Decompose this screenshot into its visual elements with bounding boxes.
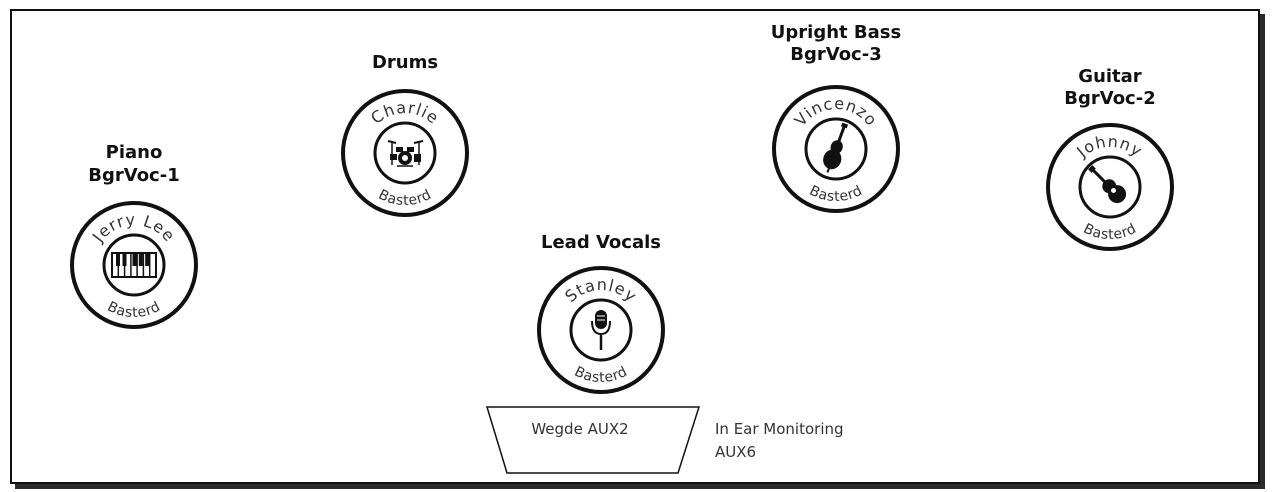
performer-piano: Piano BgrVoc-1 Jerry Lee Basterd [70, 142, 198, 329]
performer-subtitle: Basterd [105, 299, 163, 321]
piano-keys-icon [111, 252, 157, 278]
performer-guitar: Guitar BgrVoc-2 Johnny Basterd [1046, 66, 1174, 251]
performer-badge: Jerry Lee Basterd [70, 201, 198, 329]
upright-bass-icon [823, 122, 849, 173]
performer-subtitle: Basterd [807, 183, 865, 205]
performer-title: Upright Bass [771, 22, 901, 43]
drum-kit-icon [387, 140, 424, 167]
performer-badge: Stanley Basterd [537, 266, 665, 394]
performer-badge: Charlie Basterd [341, 89, 469, 217]
performer-title: Piano [106, 142, 163, 163]
performer-title: BgrVoc-3 [790, 44, 881, 65]
guitar-icon [1088, 165, 1127, 204]
performer-title: Drums [372, 52, 438, 73]
microphone-icon [591, 310, 611, 350]
in-ear-line: AUX6 [715, 443, 756, 461]
performer-title: BgrVoc-2 [1064, 88, 1155, 109]
performer-lead-vocals: Lead Vocals Stanley Basterd [537, 232, 665, 394]
performer-subtitle: Basterd [376, 187, 434, 209]
performer-subtitle: Basterd [1081, 221, 1139, 243]
performer-badge: Vincenzo Basterd [772, 85, 900, 213]
performer-title: Lead Vocals [541, 232, 661, 253]
in-ear-monitoring-note: In Ear Monitoring AUX6 [715, 420, 844, 461]
performer-drums: Drums Charlie Basterd [341, 52, 469, 217]
wedge-monitor: Wegde AUX2 [485, 406, 701, 474]
in-ear-line: In Ear Monitoring [715, 420, 844, 438]
performer-badge: Johnny Basterd [1046, 123, 1174, 251]
stage-frame [10, 9, 1260, 484]
wedge-label: Wegde AUX2 [531, 420, 628, 438]
performer-upright-bass: Upright Bass BgrVoc-3 Vincenzo Basterd [771, 22, 901, 213]
performer-subtitle: Basterd [572, 364, 630, 386]
performer-title: BgrVoc-1 [88, 165, 179, 186]
performer-title: Guitar [1078, 66, 1142, 87]
